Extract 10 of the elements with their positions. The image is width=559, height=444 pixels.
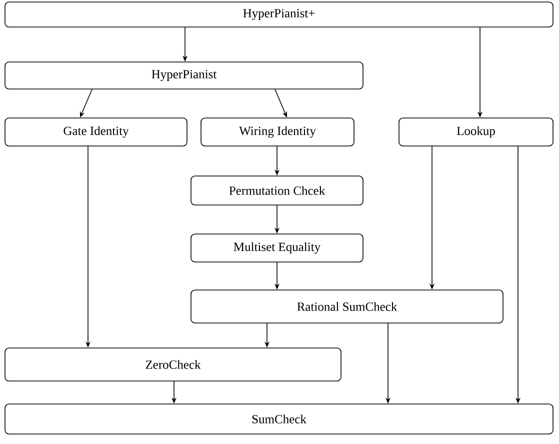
process-box: SumCheck [4, 404, 554, 434]
process-box: Wiring Identity [200, 118, 354, 146]
process-box: ZeroCheck [4, 348, 342, 382]
process-box: Lookup [398, 118, 554, 146]
process-box: Rational SumCheck [190, 290, 504, 324]
process-box: HyperPianist [4, 62, 364, 90]
process-box: Multiset Equality [190, 234, 364, 262]
process-box: HyperPianist+ [4, 2, 554, 28]
process-box: Gate Identity [4, 118, 188, 146]
process-box: Permutation Chcek [190, 176, 364, 206]
